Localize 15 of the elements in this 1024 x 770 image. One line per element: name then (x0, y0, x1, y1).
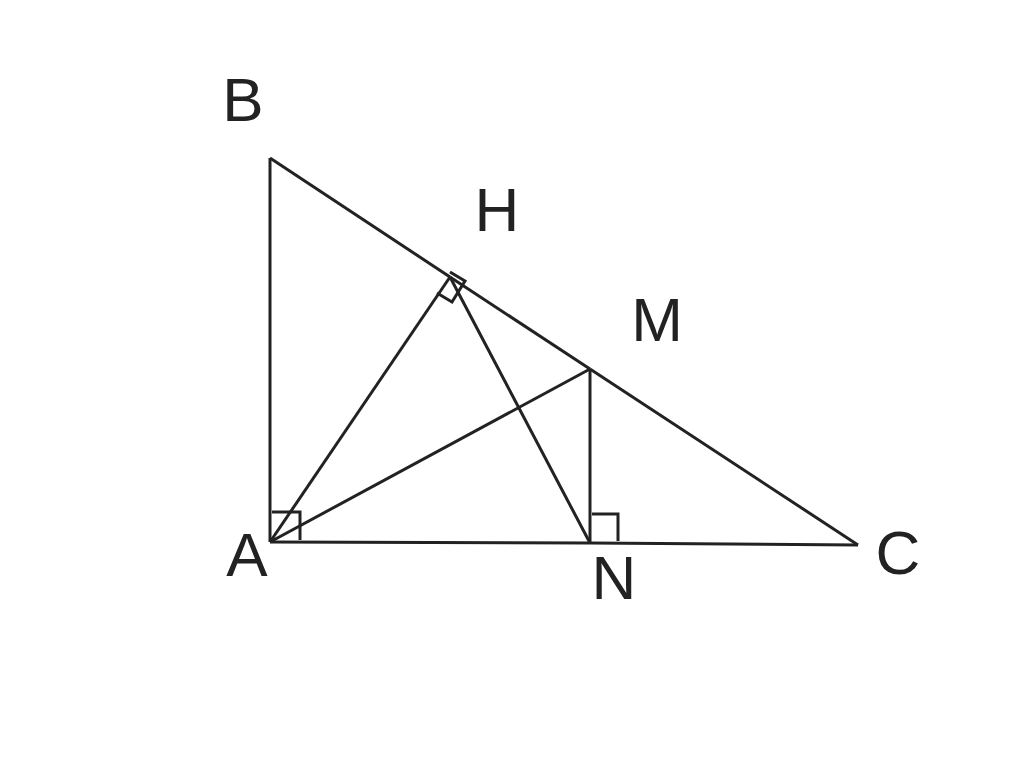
point-label: A (226, 524, 268, 586)
point-label: B (222, 69, 264, 131)
line-segment (448, 276, 592, 544)
line-segment (268, 276, 452, 543)
line-segment (270, 540, 590, 545)
point-label: H (474, 179, 520, 241)
line-segment (449, 275, 591, 371)
point-label: M (631, 289, 683, 351)
point-label: N (591, 547, 637, 609)
line-segment (269, 156, 451, 279)
line-segment (269, 367, 591, 544)
line-segment (268, 158, 272, 542)
point-label: C (875, 522, 921, 584)
line-segment (590, 541, 858, 547)
line-segment (588, 369, 592, 543)
